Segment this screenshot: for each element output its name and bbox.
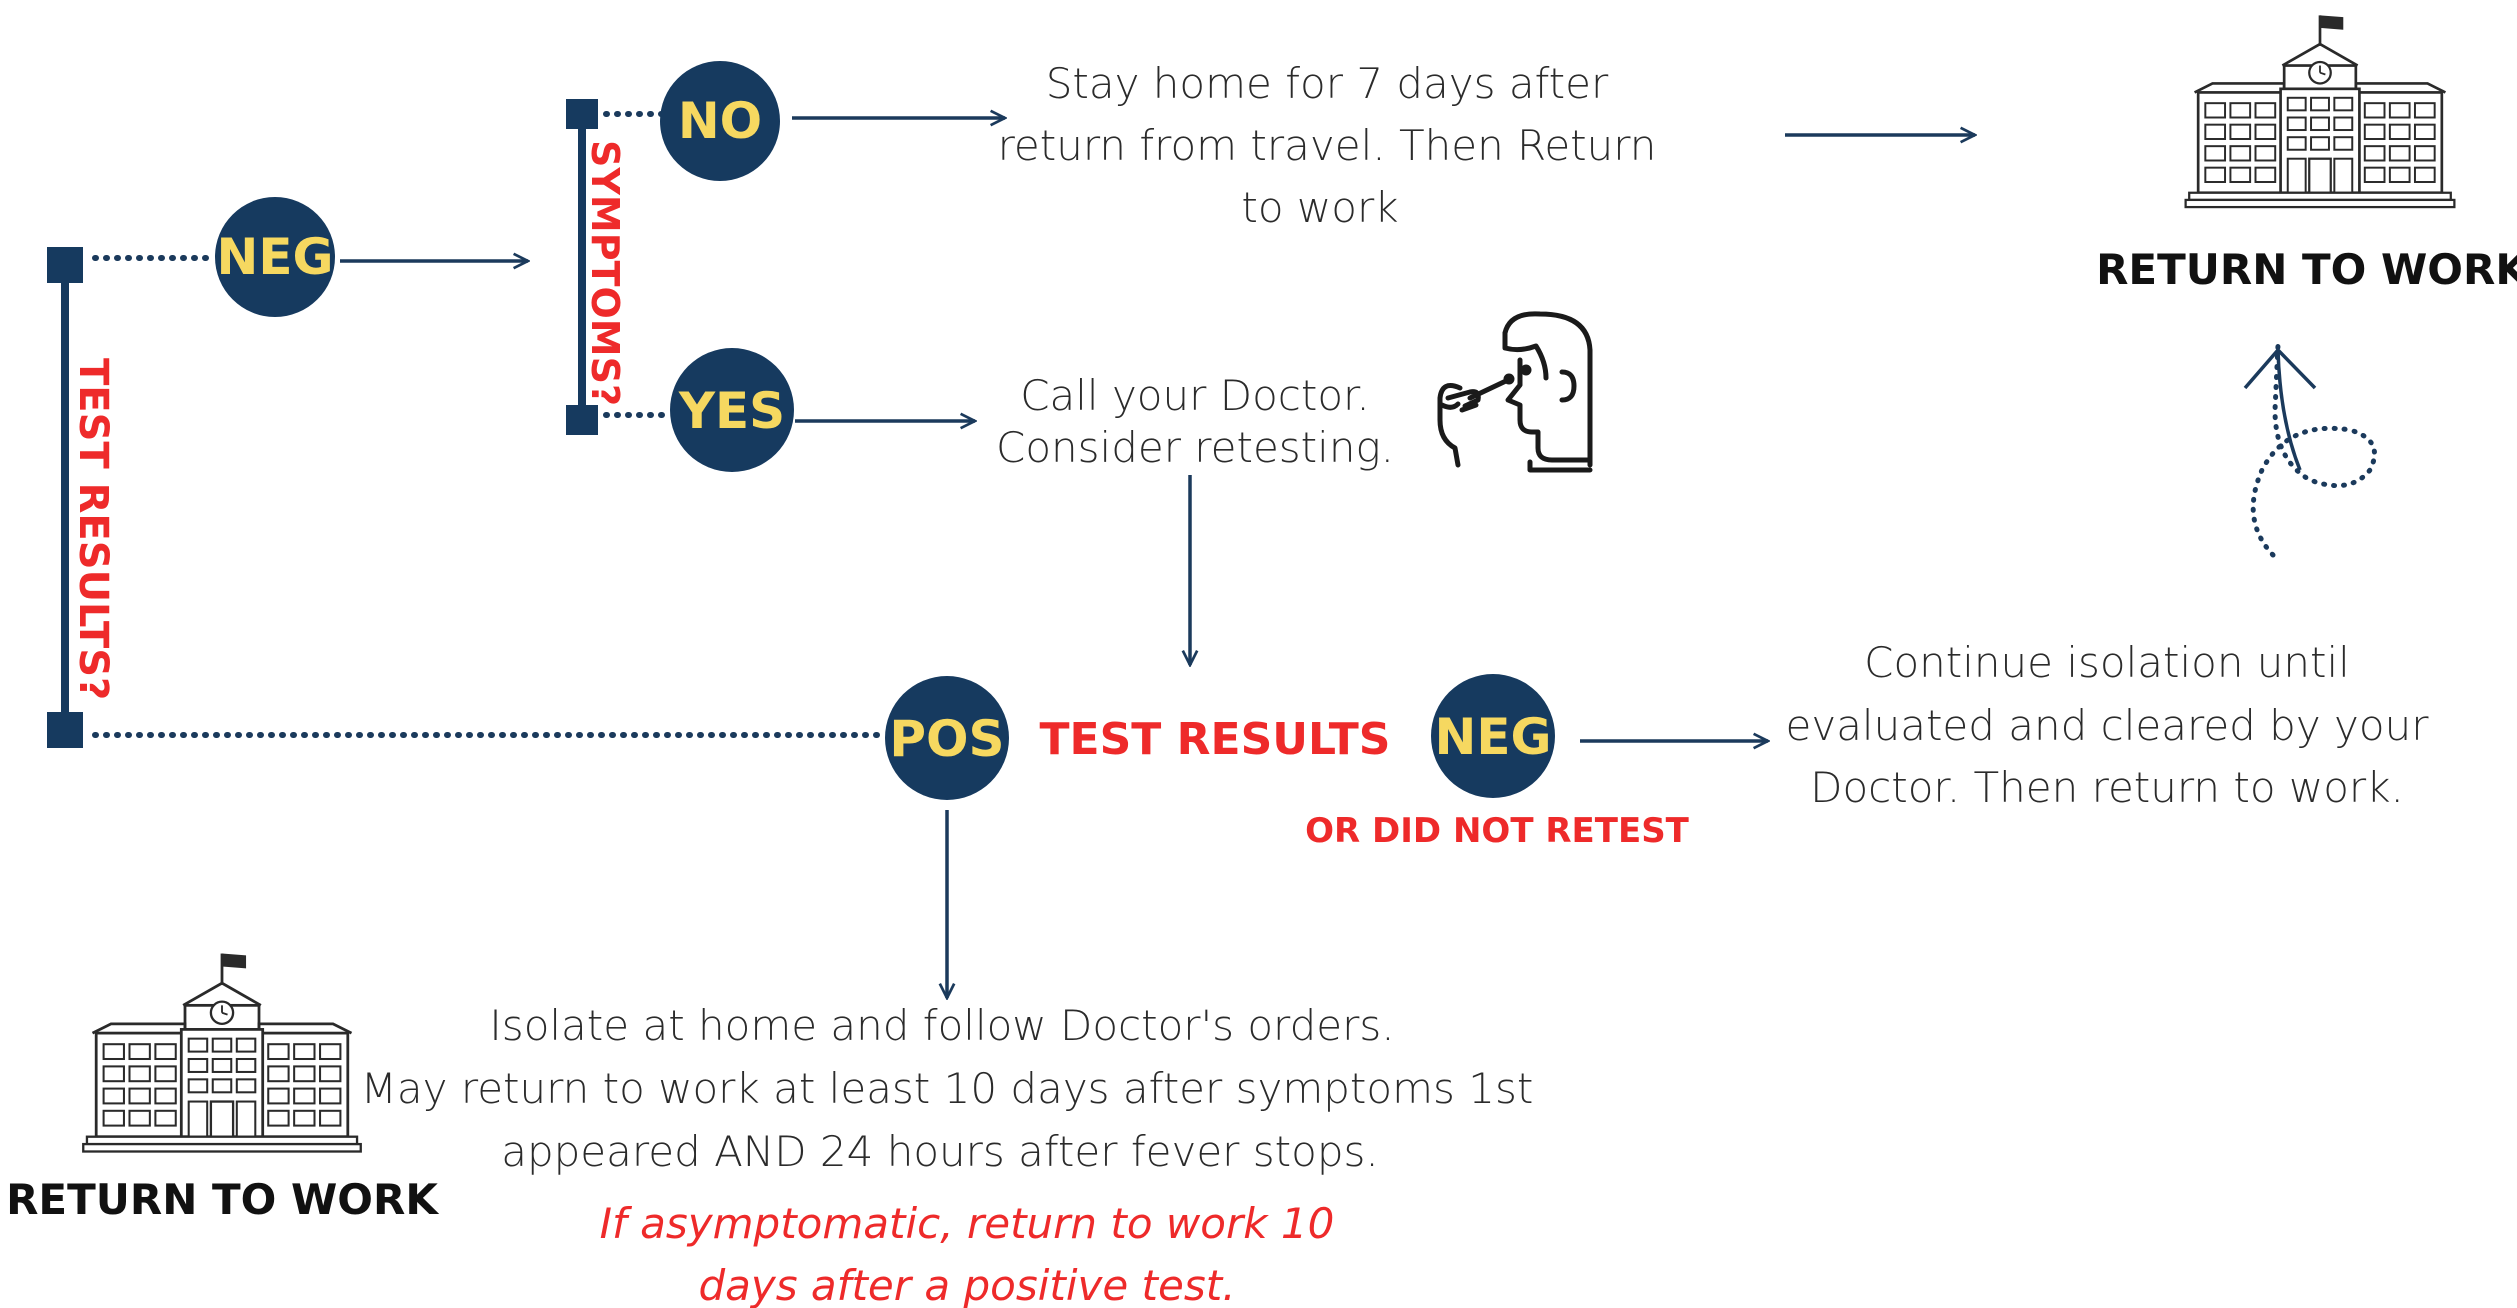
isolate-home-line-3: appeared AND 24 hours after fever stops. <box>501 1127 1379 1176</box>
asymptomatic-note: If asymptomatic, return to work 10 days … <box>600 1199 1335 1308</box>
continue-isolation-text: Continue isolation until evaluated and c… <box>1786 638 2430 812</box>
asymptomatic-line-1: If asymptomatic, return to work 10 <box>600 1199 1335 1248</box>
test-results-center-label: TEST RESULTS <box>1040 714 1391 765</box>
return-to-work-left-label: RETURN TO WORK <box>6 1175 439 1224</box>
pos-label: POS <box>889 710 1004 768</box>
isolate-home-text: Isolate at home and follow Doctor's orde… <box>361 1001 1534 1176</box>
call-doctor-text: Call your Doctor. Consider retesting. <box>996 371 1394 472</box>
symptoms-vertical-label: SYMPTOMS? <box>583 140 627 406</box>
continue-isolation-line-1: Continue isolation until <box>1864 638 2350 687</box>
isolate-home-line-1: Isolate at home and follow Doctor's orde… <box>489 1001 1394 1050</box>
continue-isolation-line-2: evaluated and cleared by your <box>1786 701 2430 750</box>
return-to-work-right-label: RETURN TO WORK <box>2096 245 2517 294</box>
symptoms-bracket <box>566 99 598 435</box>
neg-top-circle: NEG <box>215 197 335 317</box>
or-did-not-retest-label: OR DID NOT RETEST <box>1305 811 1690 851</box>
stay-home-line-2: return from travel. Then Return <box>998 121 1657 170</box>
yes-circle: YES <box>670 348 794 472</box>
call-doctor-line-1: Call your Doctor. <box>1020 371 1370 420</box>
nasal-swab-test-icon <box>1437 311 1593 473</box>
call-doctor-line-2: Consider retesting. <box>996 423 1394 472</box>
school-building-icon <box>2184 13 2456 209</box>
test-results-vertical-label: TEST RESULTS? <box>70 358 116 700</box>
continue-isolation-line-3: Doctor. Then return to work. <box>1810 763 2404 812</box>
test-results-bracket <box>47 247 83 748</box>
neg-bottom-label: NEG <box>1434 708 1551 766</box>
neg-top-label: NEG <box>216 228 333 286</box>
stay-home-text: Stay home for 7 days after return from t… <box>998 59 1657 232</box>
yes-label: YES <box>678 382 785 440</box>
stay-home-line-1: Stay home for 7 days after <box>1046 59 1609 108</box>
no-label: NO <box>678 92 762 150</box>
neg-bottom-circle: NEG <box>1431 674 1555 798</box>
no-circle: NO <box>660 61 780 181</box>
school-building-icon-left <box>81 951 363 1154</box>
isolate-home-line-2: May return to work at least 10 days afte… <box>361 1064 1534 1113</box>
curved-dotted-arrow-icon <box>2243 342 2377 558</box>
stay-home-line-3: to work <box>1241 183 1398 232</box>
asymptomatic-line-2: days after a positive test. <box>698 1261 1235 1308</box>
pos-circle: POS <box>885 676 1009 800</box>
